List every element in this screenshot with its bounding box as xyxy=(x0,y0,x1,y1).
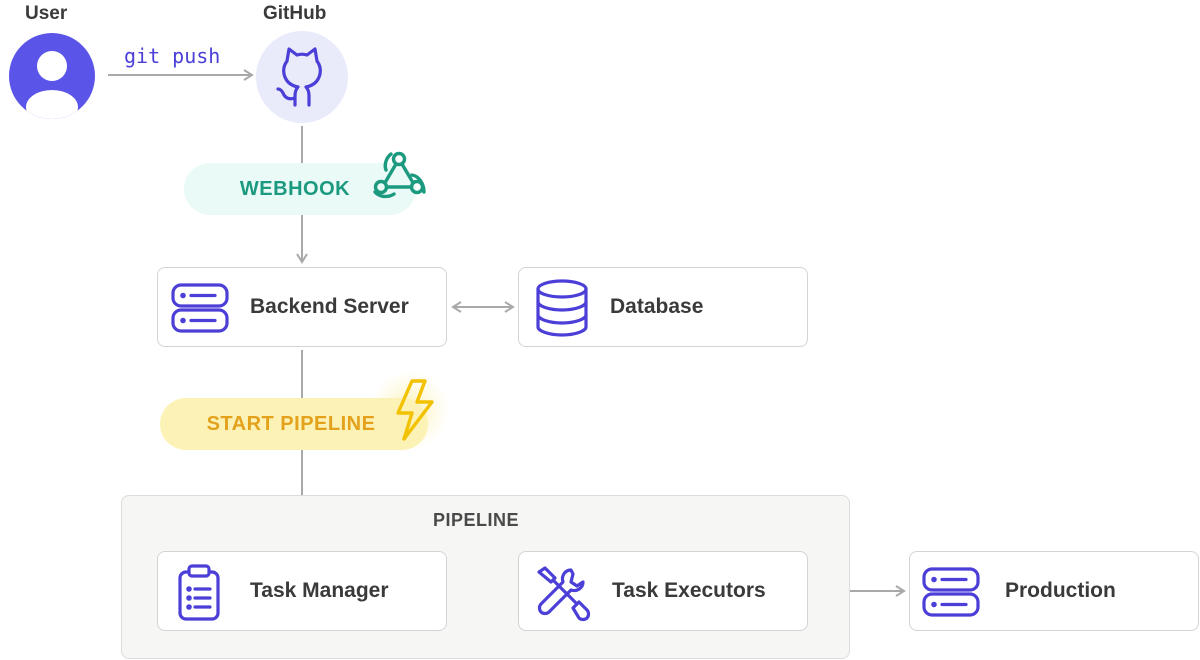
database-node[interactable]: Database xyxy=(518,267,808,347)
database-icon xyxy=(536,279,588,337)
start-pipeline-event-pill: START PIPELINE xyxy=(160,398,428,450)
task-executors-label: Task Executors xyxy=(612,579,766,602)
pipeline-group-label: PIPELINE xyxy=(433,510,520,530)
backend-server-label: Backend Server xyxy=(250,295,409,318)
tools-icon xyxy=(537,566,591,622)
clipboard-icon xyxy=(178,564,220,621)
webhook-label: WEBHOOK xyxy=(239,177,351,200)
database-label: Database xyxy=(610,295,704,318)
task-executors-node[interactable]: Task Executors xyxy=(518,551,808,631)
start-pipeline-label: START PIPELINE xyxy=(206,412,376,435)
github-icon xyxy=(276,47,322,107)
task-manager-node[interactable]: Task Manager xyxy=(157,551,447,631)
server-icon xyxy=(171,283,229,333)
github-node[interactable] xyxy=(256,31,348,123)
user-avatar-icon[interactable] xyxy=(9,33,95,119)
production-node[interactable]: Production xyxy=(909,551,1199,631)
task-manager-label: Task Manager xyxy=(250,579,389,602)
github-label: GitHub xyxy=(263,3,327,24)
user-label: User xyxy=(25,3,68,24)
git-push-label: git push xyxy=(124,44,221,68)
server-icon xyxy=(922,567,980,617)
webhook-icon xyxy=(372,148,428,200)
backend-server-node[interactable]: Backend Server xyxy=(157,267,447,347)
production-label: Production xyxy=(1005,579,1116,602)
lightning-bolt-icon xyxy=(392,378,436,442)
